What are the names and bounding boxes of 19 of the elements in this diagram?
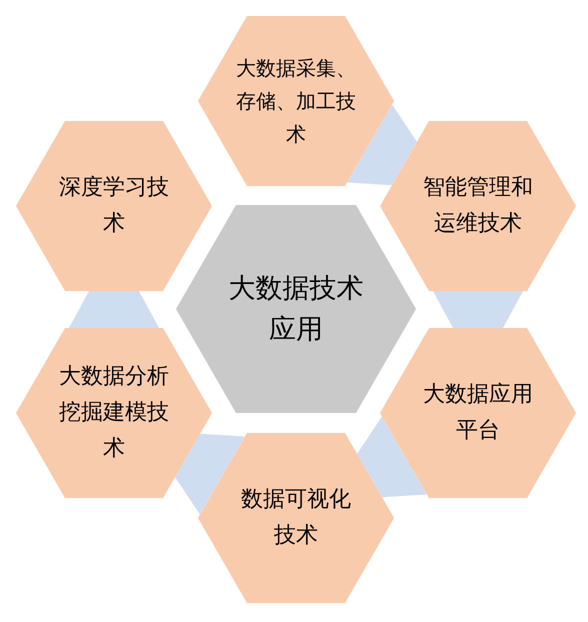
connector-band bbox=[347, 104, 417, 186]
hexagon-label: 大数据分析挖掘建模技术 bbox=[58, 363, 170, 463]
hexagon-node bbox=[380, 121, 576, 291]
hexagon-label: 大数据采集、存储、加工技术 bbox=[235, 54, 357, 148]
hexagon-node bbox=[16, 121, 212, 291]
connector-band bbox=[175, 434, 245, 514]
hexagon-label: 大数据技术应用 bbox=[228, 272, 364, 347]
hexagon-label: 深度学习技术 bbox=[58, 174, 170, 238]
hexagon-label: 大数据应用平台 bbox=[422, 381, 534, 445]
hexagon-node bbox=[16, 328, 212, 498]
hexagon-node bbox=[380, 328, 576, 498]
connector-band bbox=[357, 416, 427, 498]
hexagon-label: 数据可视化技术 bbox=[240, 486, 352, 550]
hexagon-node bbox=[198, 433, 394, 603]
center-hexagon bbox=[176, 205, 416, 413]
hexagon-node bbox=[198, 16, 394, 186]
connector-band bbox=[69, 291, 159, 328]
hexagon-label: 智能管理和运维技术 bbox=[422, 174, 534, 238]
connector-band bbox=[433, 291, 523, 328]
